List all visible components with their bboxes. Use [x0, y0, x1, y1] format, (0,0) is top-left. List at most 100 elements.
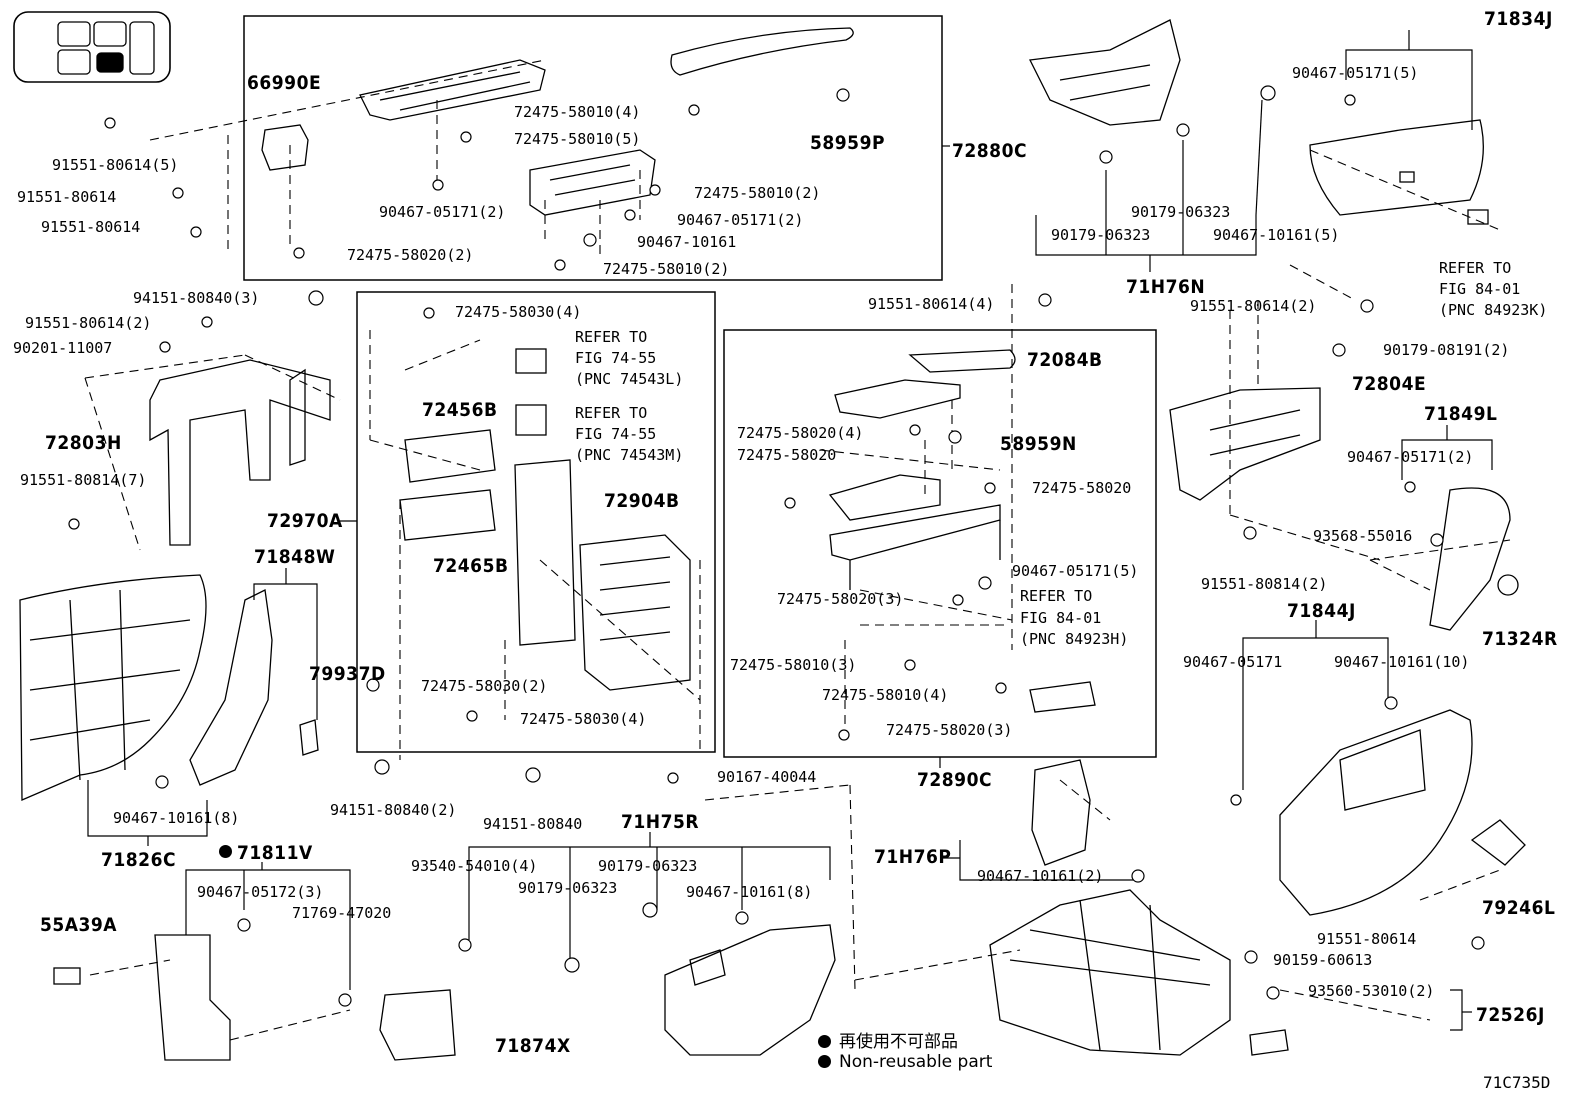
part-number-label: 72475-58020(2)	[347, 246, 474, 264]
armrest-pad	[670, 27, 854, 76]
leader-lines	[87, 30, 1493, 1031]
part-number-label: 72475-58020	[737, 446, 837, 464]
clip-79937D	[299, 719, 319, 756]
assembly-number-label: 71H75R	[621, 811, 700, 833]
part-number-label: 90467-10161(8)	[686, 883, 813, 901]
part-number-label: REFER TO	[575, 328, 648, 346]
assembly-number-label: 71848W	[254, 546, 336, 568]
trim-71844J	[1279, 709, 1473, 916]
part-number-label: 90467-05171(2)	[677, 211, 804, 229]
bracket-72803H	[149, 359, 331, 546]
switch-66990E	[261, 124, 309, 171]
part-number-label: 91551-80614	[17, 188, 117, 206]
part-number-label: 93540-54010(4)	[411, 857, 538, 875]
part-number-label: 90179-06323	[598, 857, 698, 875]
part-number-label: 91551-80814(2)	[1201, 575, 1328, 593]
part-number-label: 91551-80614(5)	[52, 156, 179, 174]
assembly-number-label: 71811V	[237, 842, 313, 864]
non-reusable-marker-icon	[219, 845, 232, 858]
assembly-number-label: 72904B	[604, 490, 680, 512]
assembly-number-label: 58959P	[810, 132, 885, 154]
part-number-label: 90467-10161(8)	[113, 809, 240, 827]
part-number-label: 72475-58010(2)	[694, 184, 821, 202]
part-shapes	[19, 19, 1526, 1061]
assembly-number-label: 71826C	[101, 849, 177, 871]
part-number-label: 90179-08191(2)	[1383, 341, 1510, 359]
tray-bracket	[529, 149, 656, 216]
assembly-number-label: 72890C	[917, 769, 993, 791]
lid-72890C	[834, 379, 961, 419]
bracket-72465B	[399, 489, 496, 541]
vehicle-locator-icon	[13, 11, 171, 83]
part-number-label: (PNC 74543M)	[575, 446, 684, 464]
part-number-label: 72475-58010(4)	[822, 686, 949, 704]
assembly-number-label: 79246L	[1482, 897, 1556, 919]
assembly-number-label: 71834J	[1484, 8, 1553, 30]
part-number-label: 90167-40044	[717, 768, 817, 786]
group-box-72970A	[356, 291, 716, 753]
duct-71811V	[154, 934, 231, 1061]
assembly-number-label: 58959N	[1000, 433, 1077, 455]
part-number-label: 90467-05171(2)	[1347, 448, 1474, 466]
trim-71848W	[189, 589, 273, 786]
panel-71H75R	[664, 924, 836, 1056]
base-72890C	[828, 474, 941, 521]
part-number-label: REFER TO	[575, 404, 648, 422]
bracket-79246L	[1470, 819, 1526, 866]
part-number-label: 90201-11007	[13, 339, 113, 357]
part-number-label: 90467-10161(5)	[1213, 226, 1340, 244]
assembly-number-label: 71324R	[1482, 628, 1558, 650]
assembly-number-label: 79937D	[309, 663, 386, 685]
bracket-72904B	[514, 459, 576, 646]
switch-84923H	[1029, 681, 1096, 713]
assembly-number-label: 71H76P	[874, 846, 952, 868]
legend-jp: 再使用不可部品	[818, 1027, 958, 1052]
assembly-number-label: 72804E	[1352, 373, 1427, 395]
assembly-number-label: 72803H	[45, 432, 122, 454]
assembly-number-label: 72456B	[422, 399, 498, 421]
part-number-label: 90467-10161(2)	[977, 867, 1104, 885]
assembly-number-label: 66990E	[247, 72, 322, 94]
part-number-label: 72475-58030(4)	[455, 303, 582, 321]
part-number-label: REFER TO	[1020, 587, 1093, 605]
group-box-72880C	[243, 15, 943, 281]
frame-72970A	[579, 534, 691, 691]
trim-71849L	[1429, 487, 1511, 631]
part-number-label: 90467-05171(5)	[1292, 64, 1419, 82]
part-number-label: (PNC 74543L)	[575, 370, 684, 388]
part-number-label: 90467-10161(10)	[1334, 653, 1470, 671]
assembly-number-label: 55A39A	[40, 914, 118, 936]
assembly-number-label: 71874X	[495, 1035, 571, 1057]
part-number-label: 91551-80614(4)	[868, 295, 995, 313]
assembly-number-label: 71849L	[1424, 403, 1498, 425]
bracket-72456B	[404, 429, 496, 483]
assembly-number-label: 72526J	[1476, 1004, 1545, 1026]
part-number-label: FIG 84-01	[1020, 609, 1102, 627]
part-number-label: 90159-60613	[1273, 951, 1373, 969]
legend-en: Non-reusable part	[818, 1052, 992, 1072]
part-number-label: 72475-58020(3)	[777, 590, 904, 608]
part-number-label: 91551-80614(2)	[25, 314, 152, 332]
part-number-label: FIG 74-55	[575, 349, 657, 367]
part-number-label: 90179-06323	[518, 879, 618, 897]
part-number-label: 91551-80814(7)	[20, 471, 147, 489]
fastener-icons	[68, 85, 1485, 1007]
part-number-label: 93560-53010(2)	[1308, 982, 1435, 1000]
clip-55A39A	[53, 967, 81, 985]
cover-71874X	[379, 989, 456, 1061]
part-number-label: 93568-55016	[1313, 527, 1413, 545]
frame-72890C	[829, 504, 1001, 561]
part-number-label: 90467-05171(5)	[1012, 562, 1139, 580]
non-reusable-bullet-icon	[818, 1055, 831, 1068]
part-number-label: 71769-47020	[292, 904, 392, 922]
non-reusable-bullet-icon	[818, 1035, 831, 1048]
part-number-label: 72475-58010(4)	[514, 103, 641, 121]
cap-72526J	[1249, 1029, 1289, 1056]
panel-71H76N	[1029, 19, 1181, 126]
seat-frame	[989, 889, 1231, 1056]
figure-code: 71C735D	[1483, 1073, 1551, 1092]
part-number-label: FIG 84-01	[1439, 280, 1521, 298]
part-number-label: 94151-80840	[483, 815, 583, 833]
